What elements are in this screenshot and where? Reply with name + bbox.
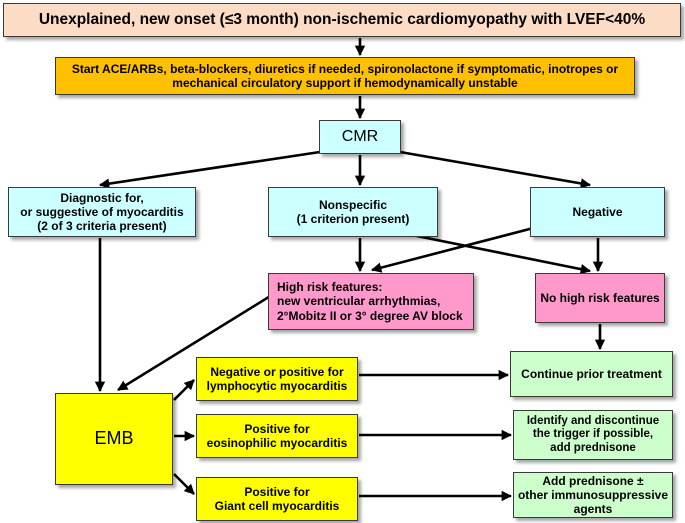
arrow-emb-to-giantcell (173, 473, 195, 495)
giant-cell-box: Positive for Giant cell myocarditis (196, 477, 358, 521)
diagnostic-text: Diagnostic for, or suggestive of myocard… (20, 190, 184, 234)
nonspecific-box: Nonspecific (1 criterion present) (268, 187, 438, 237)
diagnostic-box: Diagnostic for, or suggestive of myocard… (8, 187, 196, 237)
continue-treatment-text: Continue prior treatment (521, 366, 662, 381)
negative-box: Negative (530, 187, 665, 237)
high-risk-box: High risk features: new ventricular arrh… (268, 273, 474, 330)
eosinophilic-text: Positive for eosinophilic myocarditis (206, 421, 348, 450)
giant-cell-text: Positive for Giant cell myocarditis (214, 484, 340, 513)
no-high-risk-box: No high risk features (535, 273, 665, 323)
start-treatment-box: Start ACE/ARBs, beta-blockers, diuretics… (55, 57, 635, 95)
nonspecific-text: Nonspecific (1 criterion present) (296, 197, 410, 226)
cmr-box: CMR (319, 120, 401, 154)
arrow-cmr-to-diagnostic (98, 150, 321, 189)
title-text: Unexplained, new onset (≤3 month) non-is… (38, 10, 646, 28)
identify-trigger-text: Identify and discontinue the trigger if … (526, 414, 660, 454)
arrow-emb-to-lymphocytic (173, 379, 195, 401)
cmr-text: CMR (341, 127, 379, 145)
arrow-cmr-to-negative (399, 150, 592, 189)
no-high-risk-text: No high risk features (540, 290, 660, 305)
continue-treatment-box: Continue prior treatment (510, 351, 673, 397)
add-prednisone-text: Add prednisone ± other immunosuppressive… (517, 473, 669, 517)
add-prednisone-box: Add prednisone ± other immunosuppressive… (513, 472, 673, 518)
negative-text: Negative (572, 204, 623, 219)
identify-trigger-box: Identify and discontinue the trigger if … (513, 410, 673, 460)
start-treatment-text: Start ACE/ARBs, beta-blockers, diuretics… (71, 61, 619, 90)
title-box: Unexplained, new onset (≤3 month) non-is… (3, 3, 681, 37)
emb-text: EMB (94, 428, 134, 449)
arrow-nonspecific-to-nohighrisk (411, 233, 592, 275)
emb-box: EMB (55, 393, 173, 485)
arrow-highrisk-to-emb (117, 293, 273, 392)
arrow-negative-to-highrisk (370, 223, 546, 273)
high-risk-text: High risk features: new ventricular arrh… (277, 280, 463, 323)
eosinophilic-box: Positive for eosinophilic myocarditis (196, 414, 358, 458)
lymphocytic-box: Negative or positive for lymphocytic myo… (196, 357, 358, 401)
lymphocytic-text: Negative or positive for lymphocytic myo… (206, 364, 348, 393)
